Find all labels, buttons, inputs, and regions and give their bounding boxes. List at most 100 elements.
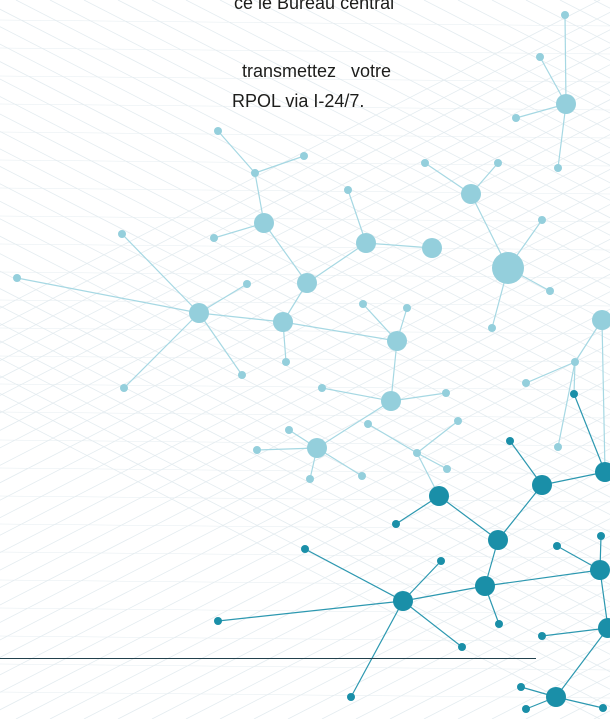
network-node [553, 542, 561, 550]
network-node [413, 449, 421, 457]
network-node [437, 557, 445, 565]
network-node [318, 384, 326, 392]
network-node [522, 379, 530, 387]
network-node [285, 426, 293, 434]
network-node [273, 312, 293, 332]
network-node [297, 273, 317, 293]
network-edge [254, 155, 305, 174]
network-node [356, 233, 376, 253]
network-node [189, 303, 209, 323]
network-node [429, 486, 449, 506]
network-node [301, 545, 309, 553]
network-node [458, 643, 466, 651]
network-node [561, 11, 569, 19]
network-edge [390, 340, 398, 402]
network-edge [256, 447, 318, 451]
network-node [359, 300, 367, 308]
network-edge [316, 400, 392, 449]
network-edge [198, 312, 284, 323]
network-node [536, 53, 544, 61]
network-node [403, 304, 411, 312]
network-node [495, 620, 503, 628]
network-node [538, 632, 546, 640]
network-edge [402, 585, 486, 602]
network-edge [121, 233, 200, 314]
network-edge [402, 600, 463, 648]
network-edge [573, 361, 576, 395]
network-edge [557, 103, 567, 169]
network-edge [416, 420, 459, 454]
network-edge [321, 387, 392, 402]
network-node [532, 475, 552, 495]
network-node [347, 693, 355, 701]
network-node [506, 437, 514, 445]
network-node [443, 465, 451, 473]
network-node [13, 274, 21, 282]
network-edge [525, 361, 576, 384]
network-node [571, 358, 579, 366]
network-node [570, 390, 578, 398]
network-edge [123, 312, 200, 389]
network-edge [564, 14, 567, 105]
network-node [546, 687, 566, 707]
network-node [494, 159, 502, 167]
network-node [538, 216, 546, 224]
network-edge [541, 471, 606, 486]
network-node [387, 331, 407, 351]
network-edge [217, 600, 404, 622]
network-node [442, 389, 450, 397]
network-node [381, 391, 401, 411]
network-edge [304, 548, 404, 602]
network-edge [573, 393, 606, 473]
network-node [421, 159, 429, 167]
network-node [592, 310, 610, 330]
network-node [599, 704, 607, 712]
network-node [512, 114, 520, 122]
network-edge [350, 600, 404, 698]
network-node [393, 591, 413, 611]
network-node [344, 186, 352, 194]
network-node [214, 127, 222, 135]
network-edge [557, 361, 576, 448]
network-edge [367, 423, 418, 454]
network-node [120, 384, 128, 392]
network-edge [541, 627, 609, 637]
network-edge [438, 495, 499, 541]
network-node [554, 443, 562, 451]
network-node [210, 234, 218, 242]
network-node [492, 252, 524, 284]
network-edge [555, 627, 609, 698]
network-edge [484, 569, 601, 587]
network-node [522, 705, 530, 713]
network-node [422, 238, 442, 258]
network-node [488, 324, 496, 332]
network-edge [16, 277, 200, 314]
network-edge [217, 130, 256, 174]
network-edge [416, 452, 448, 470]
network-node [214, 617, 222, 625]
network-node [307, 438, 327, 458]
network-node [554, 164, 562, 172]
network-node [597, 532, 605, 540]
network-node [254, 213, 274, 233]
network-edge [282, 321, 398, 342]
network-node [517, 683, 525, 691]
network-node [595, 462, 610, 482]
network-edge [601, 319, 606, 473]
network-node [598, 618, 610, 638]
text-line-2: transmettez votre [232, 61, 392, 81]
horizontal-rule [0, 658, 536, 659]
network-node [556, 94, 576, 114]
network-node [251, 169, 259, 177]
network-node [392, 520, 400, 528]
network-node [118, 230, 126, 238]
network-node [238, 371, 246, 379]
network-edge [263, 222, 308, 284]
text-line-3: RPOL via I-24/7. [232, 91, 365, 111]
network-node [282, 358, 290, 366]
network-edge [306, 242, 367, 284]
network-edge [365, 242, 433, 249]
text-line-1: ce le Bureau central [234, 0, 395, 13]
